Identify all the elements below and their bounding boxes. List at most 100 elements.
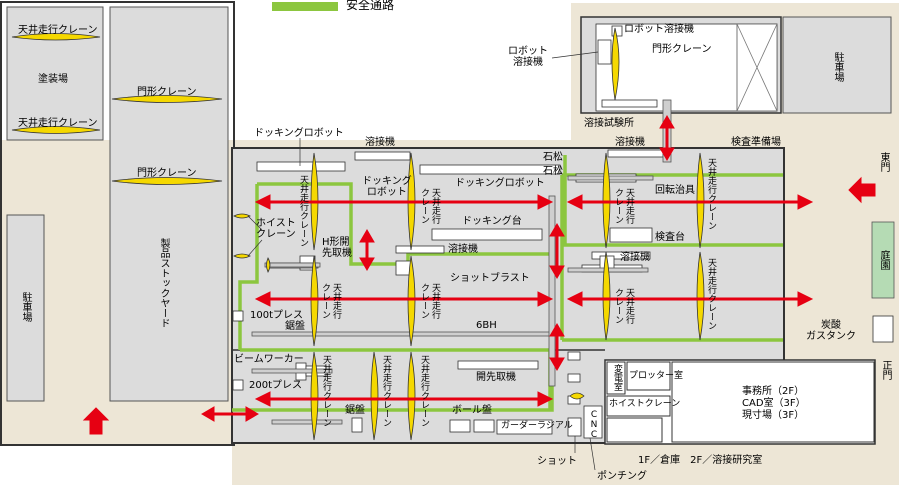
welder-mid-rail: [395, 245, 445, 254]
gantry-crane-1-label: 門形クレーン: [137, 87, 197, 98]
arrow-head-6b: [359, 257, 375, 271]
parking-right-label: 駐車場: [832, 52, 843, 82]
crane-label-5: 天井走行クレーン: [321, 355, 331, 427]
office-line-2: CAD室（3F）: [742, 398, 806, 409]
arrow-head-7a: [549, 223, 565, 237]
arrow-head-7b: [549, 265, 565, 279]
girder-radial-box: [496, 419, 553, 435]
crane-7: [407, 351, 416, 441]
leader-lines: [247, 51, 599, 471]
crane-left-gantry-1: [111, 95, 223, 103]
crane-left-gantry-2: [111, 177, 223, 185]
crane-left-top: [11, 33, 101, 41]
hoist-crane-label: ホイスト クレーン: [256, 218, 296, 240]
arrow-head-2b: [537, 291, 554, 307]
left-crane-top-label: 天井走行クレーン: [18, 25, 98, 36]
welder-top-rail: [354, 151, 411, 161]
beveler-label: 開先取機: [476, 372, 516, 383]
transformer-label: 変電室: [612, 364, 622, 391]
x-line-2: [736, 23, 778, 112]
plotter-label: プロッター室: [629, 371, 684, 381]
hoist-crane-small-3: [266, 257, 271, 273]
arrow-head-4b: [797, 194, 814, 210]
crane-label-11: 天井走行クレーン: [706, 258, 716, 330]
gantry-crane-2-label: 門形クレーン: [137, 168, 197, 179]
shot-blast-label: ショットブラスト: [450, 273, 530, 284]
welder-right-mid-rail: [591, 251, 651, 260]
ball-board-box-1: [449, 419, 471, 433]
press-200t-box: [232, 379, 244, 391]
arrow-head-6a: [359, 229, 375, 243]
rail-3: [251, 368, 333, 374]
crane-6: [370, 351, 379, 441]
arrow-head-1b: [537, 194, 554, 210]
co2-tank-label: 炭酸 ガスタンク: [806, 320, 856, 342]
office-main: [671, 361, 875, 443]
beam-worker-label: ビームワーカー: [234, 354, 304, 365]
parking-left-block: [6, 214, 45, 402]
leader-hoist: [247, 215, 263, 231]
arrow-head-5b: [797, 291, 814, 307]
ishimatsu-1-label: 石松: [543, 152, 563, 163]
garden-label: 庭園: [878, 250, 889, 270]
stock-yard-block: [109, 6, 229, 402]
arrow-head-5a: [566, 291, 583, 307]
crane-10: [602, 251, 611, 341]
overhead-cranes: [233, 152, 705, 441]
arrow-head-10a: [201, 406, 215, 422]
hoist-crane-right-label: ホイストクレーン: [609, 399, 681, 409]
crane-label-7: 天井走行クレーン: [419, 355, 429, 427]
arrow-head-3b: [537, 391, 554, 407]
rail-4: [271, 419, 343, 425]
small-box-2: [567, 373, 581, 383]
office-line-3: 現寸場（3F）: [742, 410, 805, 421]
arrow-head-10b: [245, 406, 259, 422]
robot-welder-top-box: [611, 25, 623, 37]
ishimatsu-2-label: 石松: [543, 166, 563, 177]
rail-1: [251, 331, 551, 337]
docking-robot-label: ドッキングロボット: [254, 128, 344, 139]
beveler-box: [457, 360, 539, 370]
paint-shop-block: [6, 6, 104, 141]
cnc-box: [583, 405, 603, 439]
crane-label-2: 天井走行 クレーン: [419, 188, 440, 224]
stock-yard-label: 製品ストックヤード: [158, 238, 169, 328]
welder-right-rail: [607, 149, 664, 158]
welding-test-gantry-label: 門形クレーン: [652, 44, 712, 55]
drill-6bh-label: 6BH: [476, 320, 497, 331]
press-100t-label: 100tプレス: [250, 310, 304, 321]
welding-bench: [601, 99, 658, 108]
arrow-head-8a: [549, 323, 565, 337]
garden-box: [871, 221, 895, 299]
docking-robot-right-label: ドッキングロボット: [455, 178, 545, 189]
transformer-room: [606, 361, 626, 395]
crane-label-1: 天井走行クレーン: [298, 175, 308, 247]
ball-board-box-2: [473, 419, 495, 433]
co2-tank-box: [872, 315, 894, 343]
arrow-head-8b: [549, 357, 565, 371]
small-box-1: [567, 351, 581, 361]
hoist-crane-small-2: [233, 253, 251, 259]
saw-2-label: 鋸盤: [345, 405, 365, 416]
arrow-head-4a: [566, 194, 583, 210]
hoist-crane-small-4: [569, 392, 585, 400]
shot-label: ショット: [537, 456, 577, 467]
east-gate-arrow: [848, 176, 876, 204]
parking-left-label: 駐車場: [20, 292, 31, 322]
rotary-jig-label: 回転治具: [655, 185, 695, 196]
arrow-head-9b: [659, 147, 675, 161]
ground-bottom: [232, 443, 899, 485]
east-gate-label: 東門: [878, 152, 889, 172]
welder-mid-label: 溶接機: [448, 244, 478, 255]
welder-top-label: 溶接機: [365, 137, 395, 148]
arrow-head-3a: [254, 391, 271, 407]
ground-strip: [0, 140, 899, 148]
welder-right-mid-label: 溶接機: [620, 252, 650, 263]
press-200t-label: 200tプレス: [249, 380, 303, 391]
leader-punching: [589, 437, 596, 471]
arrow-head-1a: [254, 194, 271, 210]
hoist-room: [606, 395, 671, 417]
inspection-table-box: [609, 227, 653, 243]
